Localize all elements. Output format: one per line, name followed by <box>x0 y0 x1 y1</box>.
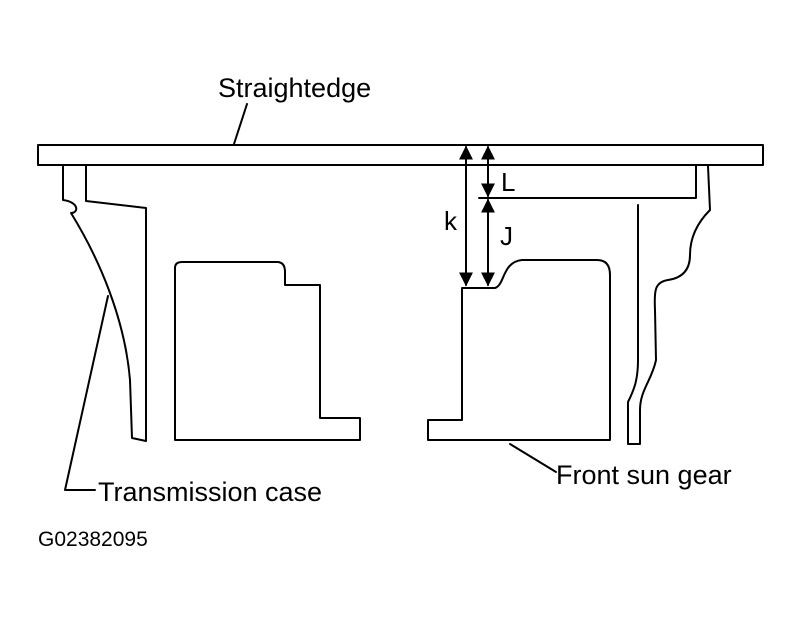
transmission-case-left-wall <box>62 165 147 442</box>
transmission-case-leader <box>64 295 109 491</box>
figure-code: G02382095 <box>38 528 148 551</box>
front-sun-gear-label: Front sun gear <box>556 460 732 490</box>
dimension-l-label: L <box>501 167 515 197</box>
dimension-k-label: k <box>444 206 458 236</box>
straightedge-bar <box>37 144 764 166</box>
transmission-case-right-wall <box>478 165 697 199</box>
straightedge-leader <box>233 103 248 145</box>
front-sun-gear <box>427 259 611 441</box>
left-inner-block <box>174 261 361 441</box>
transmission-case-right-profile <box>627 165 711 445</box>
straightedge-label: Straightedge <box>218 73 371 103</box>
transmission-case-label: Transmission case <box>98 477 322 507</box>
dimension-j-label: J <box>500 221 513 251</box>
front-sun-gear-leader <box>509 443 557 473</box>
